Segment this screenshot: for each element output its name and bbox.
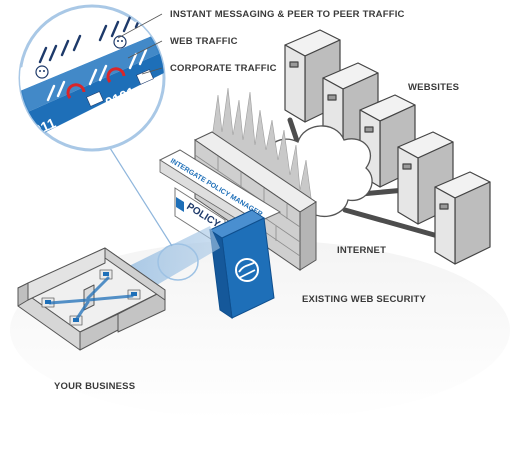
label-im-p2p-traffic: INSTANT MESSAGING & PEER TO PEER TRAFFIC: [170, 9, 405, 20]
server-5: [434, 171, 491, 265]
label-leaders: [117, 13, 163, 75]
label-corporate-traffic: CORPORATE TRAFFIC: [170, 63, 277, 74]
zoom-connector: [109, 147, 173, 247]
traffic-spikes: [211, 87, 316, 216]
appliance-logo-icon: [235, 258, 259, 282]
im-smiley-icon: [35, 35, 127, 79]
label-existing-web-security: EXISTING WEB SECURITY: [302, 294, 427, 305]
label-websites: WEBSITES: [408, 82, 460, 93]
label-internet: INTERNET: [337, 245, 387, 256]
label-your-business: YOUR BUSINESS: [54, 381, 136, 392]
business-office: [17, 247, 166, 351]
zoom-bubble: 01011 0101: [18, 4, 166, 152]
label-web-traffic: WEB TRAFFIC: [170, 36, 238, 47]
web-traffic-icon: [66, 67, 126, 99]
document-icon: [86, 69, 154, 107]
